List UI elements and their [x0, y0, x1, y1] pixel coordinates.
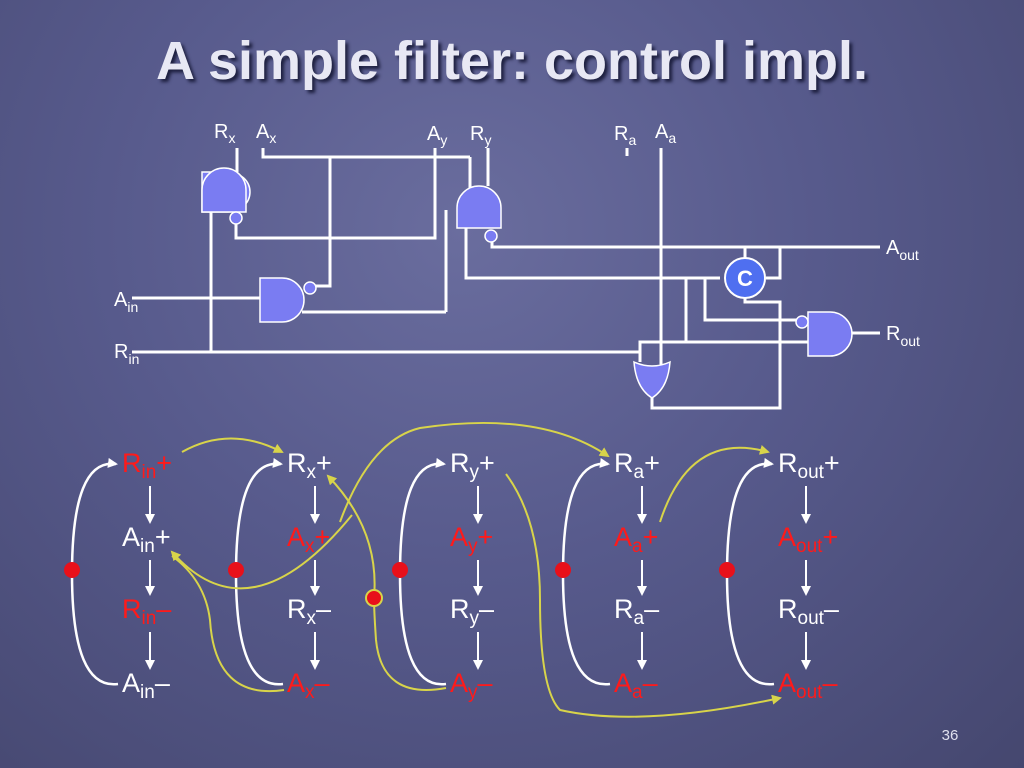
signal-ay-label: Ay	[427, 123, 447, 148]
and-gate-3-shape	[259, 277, 305, 323]
or-gate	[633, 360, 671, 399]
c-element	[724, 257, 766, 299]
stg-event-out-2: Rout–	[778, 594, 839, 629]
wire-c-right	[766, 247, 782, 280]
wire-gate2-in2	[464, 228, 720, 280]
signal-ain-label: Ain	[114, 289, 138, 315]
token-dot-handshake	[365, 589, 383, 607]
and-gate-1-shape	[201, 167, 247, 213]
stg-event-out-1: Aout+	[778, 522, 838, 557]
arc-dot-to-rx-plus	[326, 474, 376, 599]
arc-ax-minus-loop-1	[171, 555, 285, 693]
stg-event-a-2: Ra–	[614, 594, 659, 629]
signal-rx-label: Rx	[214, 121, 235, 146]
wire-gate2-bubble	[490, 242, 880, 249]
stg-event-a-1: Aa+	[614, 522, 658, 557]
stg-event-in-1: Ain+	[122, 522, 171, 557]
arc-ay-plus-to-ry-plus	[505, 473, 782, 718]
signal-aa-label: Aa	[655, 121, 676, 146]
signal-ra-label: Ra	[614, 123, 636, 148]
stg-event-y-0: Ry+	[450, 448, 495, 483]
stg-event-in-3: Ain–	[122, 668, 170, 703]
wire-gate1-bubble	[234, 148, 437, 240]
token-dot-y	[392, 562, 408, 578]
signal-rin-label: Rin	[114, 341, 139, 367]
inverter-bubble-4	[795, 315, 809, 329]
signal-rout-label: Rout	[886, 323, 920, 349]
stg-event-a-3: Aa–	[614, 668, 658, 703]
signal-ax-label: Ax	[256, 121, 276, 146]
stg-event-y-1: Ay+	[450, 522, 493, 557]
stg-event-x-1: Ax+	[287, 522, 330, 557]
stg-events: Rin+ Ain+ Rin– Ain– Rx+ Ax+ Rx– Ax– Ry+ Ay+ Ry– Ay–…	[122, 448, 840, 703]
signal-labels: Rx Ax Ay Ry Ra Aa Ain Rin Aout Rout	[114, 121, 920, 367]
and-gate-2-shape	[456, 185, 502, 229]
slide-title: A simple filter: control impl.	[155, 31, 869, 91]
logic-gates: C	[201, 167, 853, 399]
wire-c-out	[650, 294, 782, 410]
signal-aout-label: Aout	[886, 237, 919, 263]
token-dot-in	[64, 562, 80, 578]
arc-ax-plus-to-ain-plus	[170, 514, 353, 590]
stg-loop-out	[725, 457, 775, 686]
inverter-bubble-1	[229, 211, 243, 225]
slide-number: 36	[941, 727, 959, 744]
arc-rin-plus-to-rx-plus	[181, 437, 284, 453]
stg-loop-a	[561, 457, 611, 686]
stg-event-a-0: Ra+	[614, 448, 660, 483]
inverter-bubble-2	[484, 229, 498, 243]
stg-loop-x	[234, 457, 284, 686]
circuit-wires	[132, 148, 880, 410]
stg-event-y-2: Ry–	[450, 594, 494, 629]
stg-event-out-0: Rout+	[778, 448, 840, 483]
inverter-bubble-3	[303, 281, 317, 295]
token-dot-out	[719, 562, 735, 578]
token-dot-a	[555, 562, 571, 578]
token-dot-x	[228, 562, 244, 578]
stg-event-in-0: Rin+	[122, 448, 172, 483]
stg-event-out-3: Aout–	[778, 668, 837, 703]
wire-rout-in1	[703, 278, 798, 322]
arc-ra-plus-to-rout-plus	[659, 445, 770, 523]
stg-handshake-arcs	[170, 421, 782, 718]
stg-event-x-3: Ax–	[287, 668, 330, 703]
signal-ry-label: Ry	[470, 123, 491, 148]
c-element-label: C	[737, 266, 753, 291]
and-gate-4-shape	[807, 311, 853, 357]
stg-event-x-0: Rx+	[287, 448, 332, 483]
stg-event-in-2: Rin–	[122, 594, 171, 629]
arc-ay-minus-to-ax-minus	[373, 597, 447, 691]
arc-rx-plus-to-ra-plus	[339, 421, 610, 523]
stg-arcs	[64, 457, 811, 686]
stg-event-y-3: Ay–	[450, 668, 493, 703]
stg-event-x-2: Rx–	[287, 594, 331, 629]
